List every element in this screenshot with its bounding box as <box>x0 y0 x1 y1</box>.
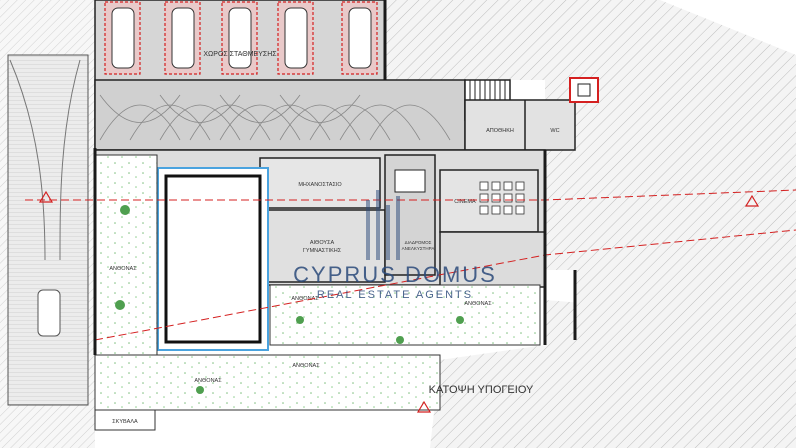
pool-structure <box>157 167 269 351</box>
section-markers <box>38 190 760 413</box>
gardens: ΑΝΘΟΝΑΣ ΑΝΘΟΝΑΣ ΑΝΘΟΝΑΣ ΑΝΘΟΝΑΣ ΑΝΘΟΝΑΣ <box>94 154 541 411</box>
mechanical-label: ΜΗΧΑΝΟΣΤΑΣΙΟ <box>298 182 342 188</box>
gym-label-line1: ΑΙΘΟΥΣΑ <box>310 240 335 246</box>
parking-area: ΧΩΡΟΣ ΣΤΑΘΜΕΥΣΗΣ <box>94 0 466 151</box>
plan-title: ΚΑΤΟΨΗ ΥΠΟΓΕΙΟΥ <box>429 384 534 396</box>
garden-mid-top-label: ΑΝΘΟΝΑΣ <box>291 296 319 302</box>
lift-label-line2: ΑΝΕΛΚΥΣΤΗΡΑ <box>402 246 435 251</box>
cinema-label: CINEMA <box>454 199 476 205</box>
heavy-walls <box>93 0 577 355</box>
garden-mid-right-label: ΑΝΘΟΝΑΣ <box>464 301 492 307</box>
car-icon <box>37 289 61 337</box>
lift-label-line1: ΔΙΑΔΡΟΜΟΣ <box>405 240 432 245</box>
storage-label: ΑΠΟΘΗΚΗ <box>486 128 514 134</box>
garden-left-label: ΑΝΘΟΝΑΣ <box>109 266 137 272</box>
storage-wc-block: ΑΠΟΘΗΚΗ WC <box>464 77 599 151</box>
tree-icons <box>115 205 464 394</box>
access-ramp <box>7 54 89 406</box>
garden-bottom-right-label: ΑΝΘΟΝΑΣ <box>292 363 320 369</box>
bins-label: ΣΚΥΒΑΛΑ <box>112 419 138 425</box>
wc-label: WC <box>550 128 559 134</box>
shaft-marker <box>569 77 599 103</box>
watermark: CYPRUS DOMUS REAL ESTATE AGENTS <box>293 190 497 301</box>
gym-label-line2: ΓΥΜΝΑΣΤΙΚΗΣ <box>303 248 342 254</box>
garden-bottom-label: ΑΝΘΟΝΑΣ <box>194 378 222 384</box>
watermark-bars <box>366 190 400 260</box>
cinema-seats <box>479 181 525 215</box>
car-icons <box>111 7 372 69</box>
turning-curves <box>99 94 451 141</box>
watermark-tagline: REAL ESTATE AGENTS <box>317 289 473 301</box>
bins-area: ΣΚΥΒΑΛΑ <box>94 409 156 431</box>
parking-label: ΧΩΡΟΣ ΣΤΑΘΜΕΥΣΗΣ <box>203 51 277 58</box>
watermark-brand: CYPRUS DOMUS <box>293 262 497 287</box>
